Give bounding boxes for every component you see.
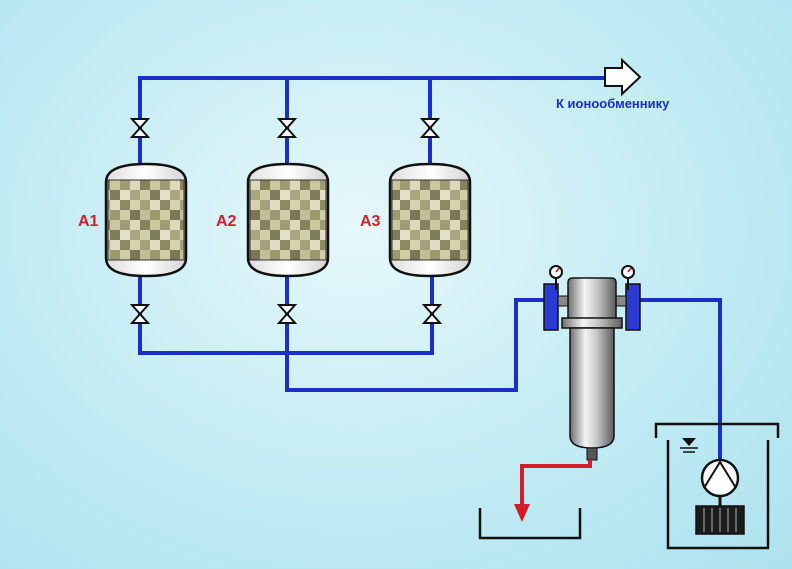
filter-vessel <box>543 277 641 461</box>
adsorber-label-a2: А2 <box>216 213 237 230</box>
pump-tank <box>666 440 770 550</box>
valve-icon[interactable] <box>421 118 439 138</box>
outlet-arrow-icon <box>604 57 642 97</box>
valve-icon[interactable] <box>131 118 149 138</box>
drain-pipe <box>520 460 592 506</box>
drain-arrow-icon <box>514 504 530 522</box>
outlet-label: К ионообменнику <box>556 96 670 111</box>
adsorber-a2 <box>246 162 330 278</box>
pump-to-filter-pipe <box>640 298 722 474</box>
adsorber-label-a1: А1 <box>78 213 99 230</box>
valve-icon[interactable] <box>278 304 296 324</box>
water-level-icon <box>680 438 698 453</box>
valve-icon[interactable] <box>278 118 296 138</box>
drain-tank <box>478 508 582 540</box>
pump-tank-frame <box>654 422 780 438</box>
a2-to-filter-pipe <box>285 270 560 392</box>
pump-icon <box>695 458 745 535</box>
adsorber-a3 <box>388 162 472 278</box>
adsorber-label-a3: А3 <box>360 213 381 230</box>
valve-icon[interactable] <box>423 304 441 324</box>
adsorber-a1 <box>104 162 188 278</box>
top-collector-pipe <box>138 76 610 168</box>
valve-icon[interactable] <box>131 304 149 324</box>
